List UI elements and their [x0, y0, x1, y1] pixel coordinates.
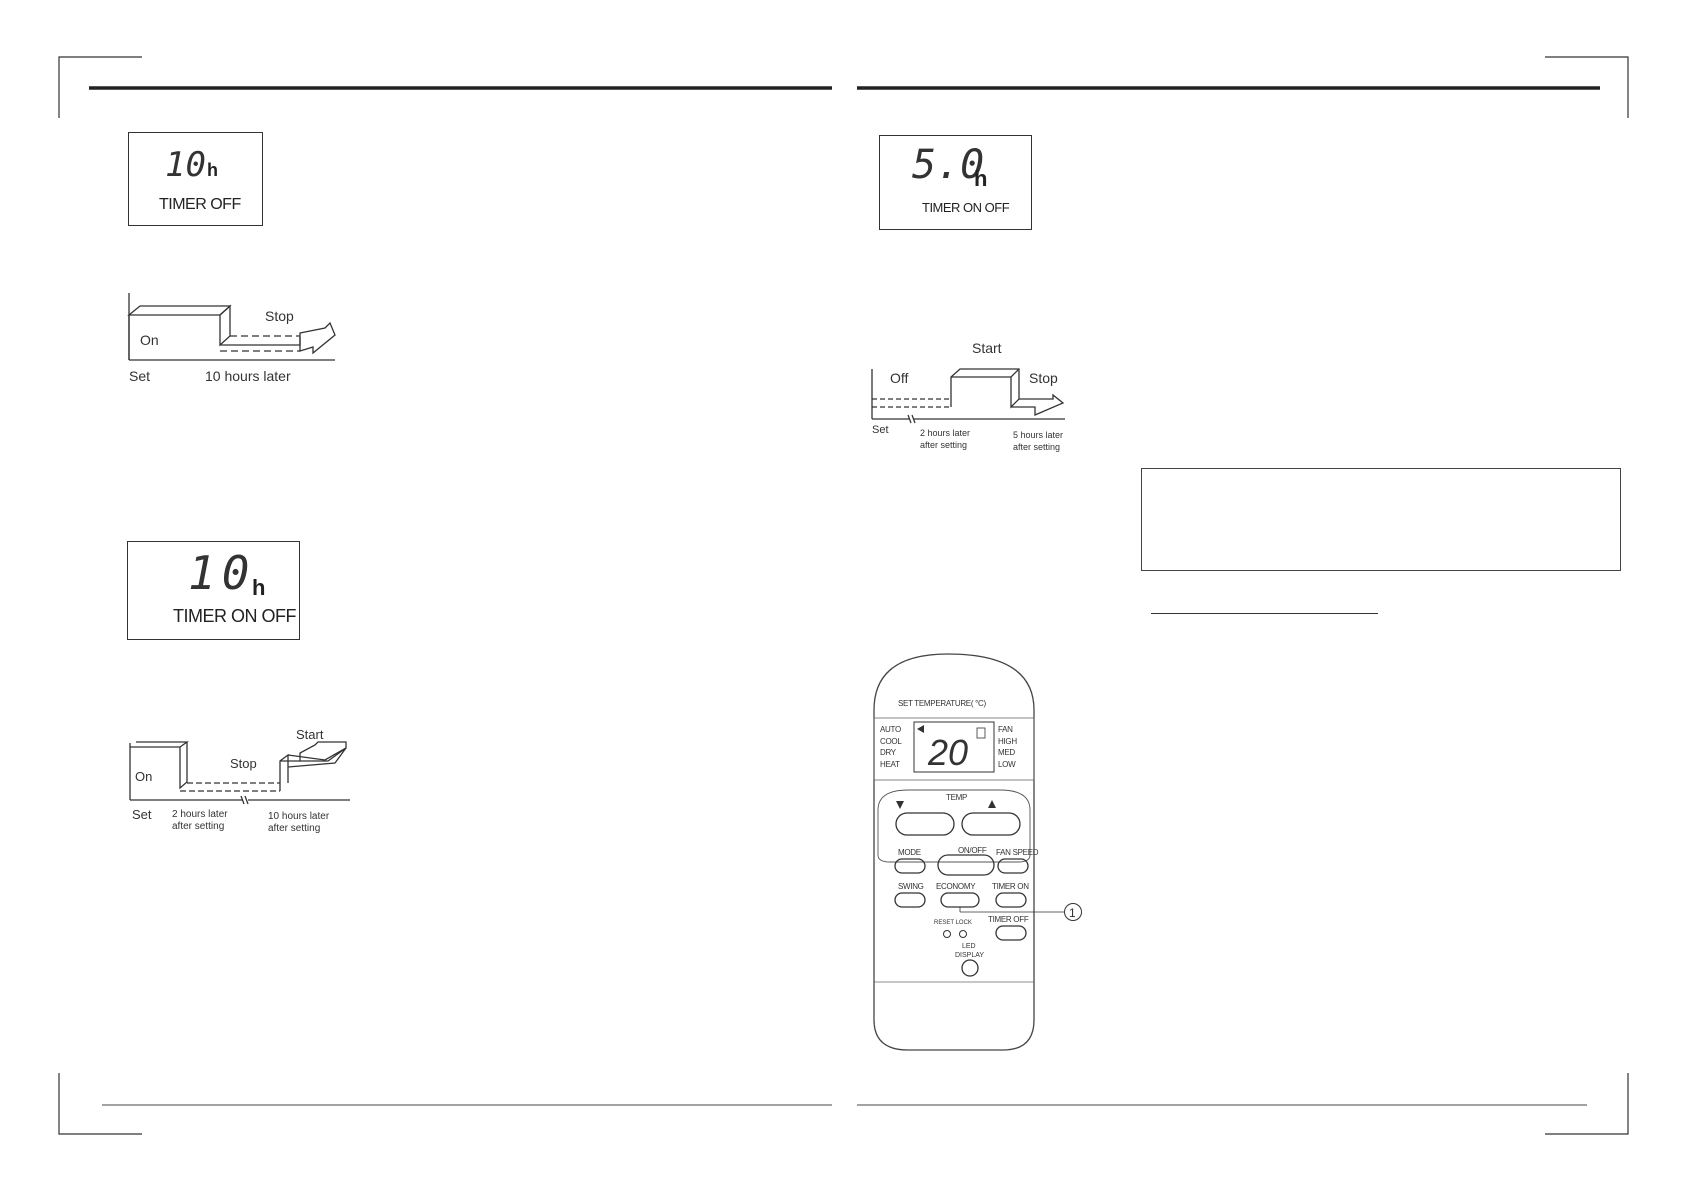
- lcd-caption: TIMER OFF: [159, 196, 241, 213]
- timer-on-label: TIMER ON: [992, 882, 1029, 891]
- timer-off-diagram: On Stop Set 10 hours later: [127, 293, 336, 384]
- lcd-display-timer-off: 10 h TIMER OFF: [128, 132, 263, 226]
- fan-indicator-icon: [976, 727, 986, 739]
- lcd-caption: TIMER ON OFF: [173, 606, 297, 626]
- led-label-line1: LED: [962, 943, 976, 950]
- fanspeed-button[interactable]: [997, 858, 1029, 874]
- callout-number: 1: [1069, 906, 1076, 920]
- fan-level-list: FAN HIGH MED LOW: [998, 725, 1018, 769]
- led-display-button[interactable]: [961, 959, 979, 977]
- diagram-label-set: Set: [129, 368, 150, 384]
- crop-mark-bottom-right: [1545, 1073, 1629, 1135]
- diagram-label-t1-line2: after setting: [172, 821, 224, 832]
- lcd-caption: TIMER ON OFF: [922, 200, 1010, 215]
- lcd-display-timer-on-off-5h: 5.0 h TIMER ON OFF: [879, 135, 1032, 230]
- lcd-unit: h: [252, 575, 266, 600]
- swing-button[interactable]: [894, 892, 926, 908]
- diagram-label-t1-line2: after setting: [920, 440, 967, 450]
- diagram-label-on: On: [135, 769, 152, 784]
- note-box: [1141, 468, 1621, 571]
- diagram-label-t1-line1: 2 hours later: [172, 809, 228, 820]
- diagram-label-set: Set: [872, 424, 889, 436]
- crop-mark-top-right: [1545, 56, 1629, 118]
- set-temperature-label: SET TEMPERATURE( °C): [898, 699, 987, 708]
- diagram-label-t2-line2: after setting: [1013, 442, 1060, 452]
- economy-label: ECONOMY: [936, 882, 976, 891]
- diagram-label-t1-line1: 2 hours later: [920, 428, 970, 438]
- led-label-line2: DISPLAY: [955, 952, 984, 959]
- diagram-label-stop: Stop: [230, 756, 257, 771]
- lock-button[interactable]: [959, 930, 967, 938]
- lcd-digits: 10: [165, 145, 206, 185]
- temp-up-icon: [988, 800, 996, 808]
- section-heading-underline: [1151, 613, 1378, 614]
- swing-label: SWING: [898, 882, 924, 891]
- diagram-label-t2-line1: 5 hours later: [1013, 430, 1063, 440]
- mode-pointer-icon: [917, 725, 924, 733]
- mode-label: MODE: [898, 848, 921, 857]
- diagram-label-stop: Stop: [265, 308, 294, 324]
- diagram-label-later: 10 hours later: [205, 368, 291, 384]
- mode-list: AUTO COOL DRY HEAT: [880, 725, 903, 769]
- fan-item: LOW: [998, 760, 1016, 769]
- remote-temp-value: 20: [927, 732, 968, 773]
- mode-item: HEAT: [880, 760, 900, 769]
- fan-item: HIGH: [998, 737, 1017, 746]
- diagram-label-start: Start: [972, 340, 1002, 356]
- lcd-unit: h: [207, 160, 218, 180]
- lcd-unit: h: [974, 166, 988, 191]
- timer-off-label: TIMER OFF: [988, 915, 1029, 924]
- reset-button[interactable]: [943, 930, 951, 938]
- mode-item: AUTO: [880, 725, 901, 734]
- temp-down-button[interactable]: [895, 812, 955, 836]
- reset-lock-label: RESET LOCK: [934, 920, 972, 926]
- lcd-display-timer-on-off: 10 h TIMER ON OFF: [127, 541, 300, 640]
- diagram-label-t2-line2: after setting: [268, 823, 320, 834]
- diagram-label-set: Set: [132, 807, 152, 822]
- diagram-label-stop: Stop: [1029, 370, 1058, 386]
- mode-button[interactable]: [894, 858, 926, 874]
- temp-down-icon: [896, 801, 904, 809]
- diagram-label-off: Off: [890, 370, 909, 386]
- remote-control: .rt{font-size:8px;fill:#333;letter-spaci…: [873, 653, 1082, 1051]
- diagram-label-start: Start: [296, 727, 324, 742]
- timer-on-button[interactable]: [995, 892, 1027, 908]
- fanspeed-label: FAN SPEED: [996, 848, 1039, 857]
- diagram-label-t2-line1: 10 hours later: [268, 811, 330, 822]
- onoff-button[interactable]: [937, 854, 995, 876]
- remote-lcd: [913, 721, 995, 773]
- onoff-label: ON/OFF: [958, 846, 987, 855]
- timer-on-off-5h-diagram: Off Start Stop Set 2 hours later after s…: [871, 340, 1065, 452]
- temp-label: TEMP: [946, 793, 967, 802]
- crop-mark-top-left: [58, 56, 142, 118]
- crop-mark-bottom-left: [58, 1073, 142, 1135]
- lcd-digits: 10: [188, 546, 256, 600]
- mode-item: DRY: [880, 748, 897, 757]
- temp-up-button[interactable]: [961, 812, 1021, 836]
- fan-item: FAN: [998, 725, 1013, 734]
- mode-item: COOL: [880, 737, 902, 746]
- timer-on-off-diagram: On Stop Start Set 2 hours later after se…: [129, 727, 350, 834]
- diagram-label-on: On: [140, 332, 159, 348]
- lcd-digits: 5.0: [912, 142, 985, 188]
- fan-item: MED: [998, 748, 1015, 757]
- callout-marker: [1064, 903, 1082, 921]
- timer-off-button[interactable]: [995, 925, 1027, 941]
